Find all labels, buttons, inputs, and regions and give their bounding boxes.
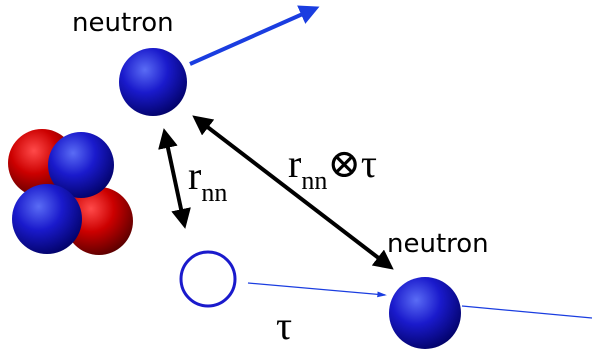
emission-arrow bbox=[190, 9, 314, 64]
neutron-sphere-icon bbox=[12, 184, 82, 254]
rnn-tau-label: rnn⊗τ bbox=[288, 141, 377, 195]
neutron-bottom-label: neutron bbox=[387, 229, 489, 259]
tau-label: τ bbox=[276, 303, 292, 348]
neutron-sphere-icon bbox=[119, 48, 187, 116]
hollow-circle-icon bbox=[181, 252, 235, 306]
neutron-top-label: neutron bbox=[72, 8, 174, 38]
nucleus-cluster bbox=[8, 129, 133, 255]
rnn-label: rnn bbox=[188, 153, 227, 207]
trajectory-line-continued bbox=[462, 306, 592, 318]
neutron-sphere-icon bbox=[389, 277, 461, 349]
rnn-distance-arrow bbox=[165, 134, 184, 223]
trajectory-line bbox=[248, 283, 385, 295]
